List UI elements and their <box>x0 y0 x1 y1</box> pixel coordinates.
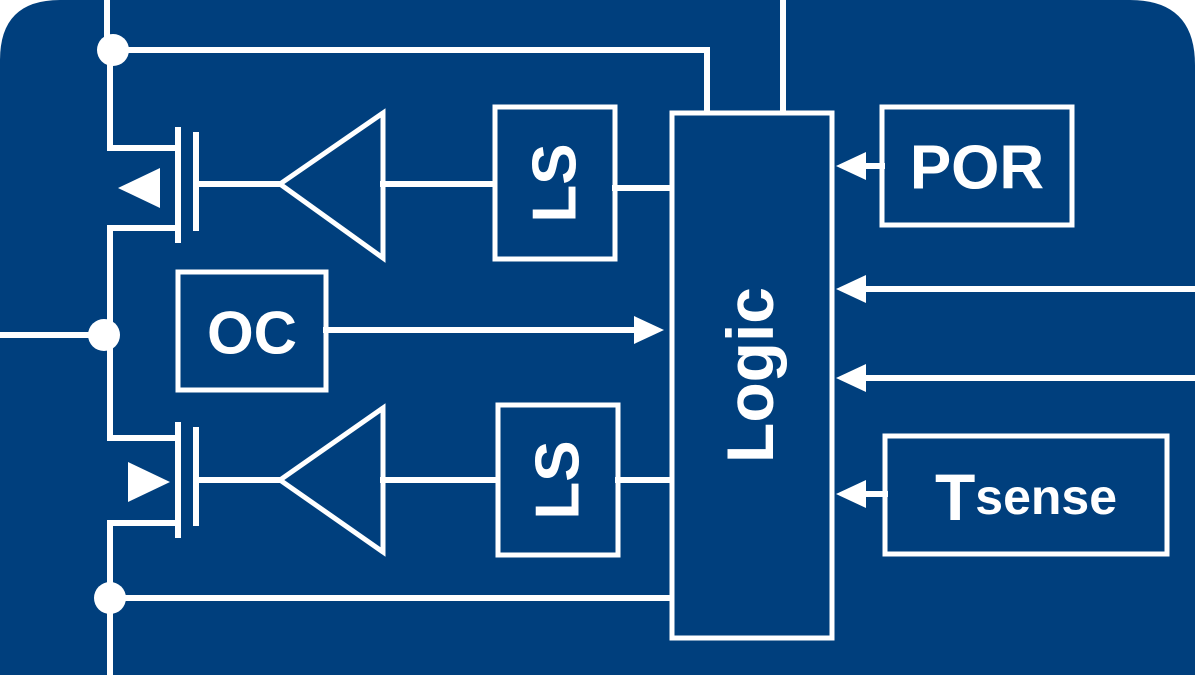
logic-label: Logic <box>713 287 787 463</box>
temp-sense-box <box>882 433 1170 557</box>
level-shifter-bottom-box <box>495 402 621 558</box>
external-input-1-arrowhead <box>836 275 866 303</box>
supply-junction <box>97 34 129 66</box>
overcurrent-arrowhead <box>634 316 664 344</box>
page-margin-right <box>1195 0 1200 675</box>
power-on-reset-box <box>879 104 1075 228</box>
overcurrent-box <box>175 269 329 393</box>
level-shifter-bottom-label: LS <box>524 440 593 519</box>
level-shifter-top-label: LS <box>521 143 590 222</box>
ground-junction <box>94 582 126 614</box>
temp-sense-label: Tsense <box>935 460 1117 534</box>
temp-sense-label-main: T <box>935 460 975 534</box>
high-side-body-arrow <box>118 168 160 208</box>
low-side-body-arrow <box>128 462 170 502</box>
external-input-2-arrowhead <box>836 364 866 392</box>
temp-sense-arrowhead <box>836 480 866 508</box>
power-on-reset-arrowhead <box>836 152 866 180</box>
overcurrent-label: OC <box>207 300 297 367</box>
logic-box <box>669 110 835 641</box>
output-node-junction <box>88 319 120 351</box>
temp-sense-label-sub: sense <box>975 469 1117 525</box>
level-shifter-top-box <box>492 104 618 262</box>
power-on-reset-label: POR <box>910 134 1044 203</box>
